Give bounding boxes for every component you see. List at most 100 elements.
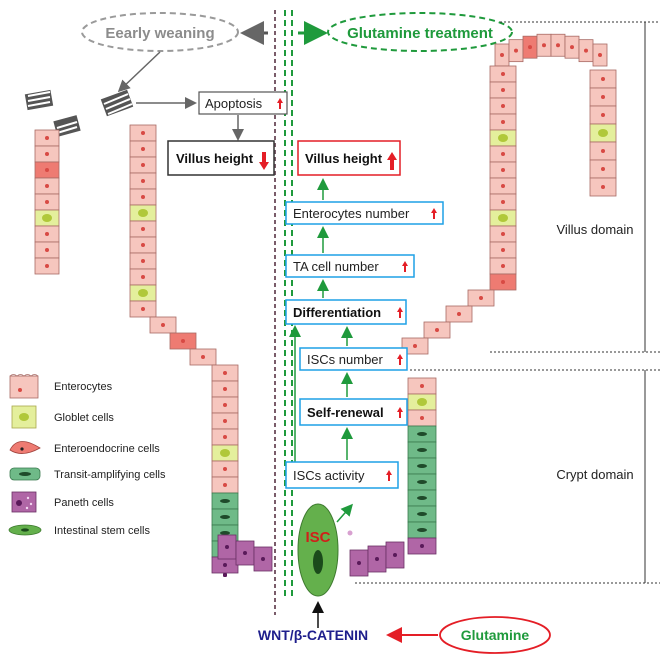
cell-nucleus — [220, 515, 230, 519]
cell-nucleus — [514, 48, 518, 53]
cell-nucleus — [201, 355, 205, 359]
apoptosis-box — [198, 91, 288, 115]
enterocyte-swatch-icon — [9, 375, 39, 399]
cell-nucleus — [357, 561, 361, 565]
cell-nucleus — [141, 227, 145, 231]
up-arrow-icon — [386, 470, 392, 481]
cell-nucleus — [138, 209, 148, 217]
villus-height-label-left: Villus height — [176, 151, 254, 166]
cell-nucleus — [420, 384, 424, 388]
cell-nucleus — [413, 344, 417, 348]
cell-nucleus — [223, 387, 227, 391]
cell-nucleus — [141, 163, 145, 167]
cell-nucleus — [435, 328, 439, 332]
villus-height-label-center: Villus height — [305, 151, 383, 166]
up-arrow-icon — [397, 307, 403, 318]
cell-nucleus — [498, 214, 508, 222]
cell-nucleus — [420, 416, 424, 420]
cell-nucleus — [141, 179, 145, 183]
cell-nucleus — [500, 53, 504, 57]
cell-nucleus — [141, 195, 145, 199]
cell-nucleus — [45, 264, 49, 268]
crypt-domain-label: Crypt domain — [556, 467, 633, 482]
iscs-number-box — [299, 347, 408, 371]
self-renewal-box — [299, 398, 408, 426]
step-enterocytes-number: Enterocytes number — [293, 206, 410, 221]
cell-nucleus — [181, 339, 185, 343]
legend-enterocytes: Enterocytes — [9, 374, 113, 399]
cell-nucleus — [501, 184, 505, 188]
cell-nucleus — [223, 483, 227, 487]
glutamine-treatment-label: Glutamine treatment — [347, 25, 493, 42]
cell-nucleus — [223, 467, 227, 471]
differentiation-box — [285, 299, 407, 325]
up-arrow-icon — [402, 261, 408, 272]
cell-nucleus — [223, 563, 227, 567]
cell-nucleus — [501, 104, 505, 108]
villus-domain-label: Villus domain — [556, 222, 633, 237]
cell-nucleus — [498, 134, 508, 142]
cell-nucleus — [457, 312, 461, 316]
cell-nucleus — [556, 43, 560, 48]
cell-nucleus — [542, 43, 546, 48]
legend-enteroendocrine: Enteroendocrine cells — [9, 441, 160, 455]
cell-nucleus — [601, 95, 605, 99]
cell-nucleus — [420, 544, 424, 548]
cell-nucleus — [138, 289, 148, 297]
cell-nucleus — [479, 296, 483, 300]
cell-nucleus — [261, 557, 265, 561]
cell-nucleus — [601, 77, 605, 81]
cell-nucleus — [42, 214, 52, 222]
cell-nucleus — [393, 553, 397, 557]
cell-nucleus — [45, 232, 49, 236]
cell-nucleus — [501, 280, 505, 284]
legend-label: Intestinal stem cells — [54, 525, 150, 537]
cell-nucleus — [243, 551, 247, 555]
cell-nucleus — [220, 449, 230, 457]
cell-nucleus — [375, 557, 379, 561]
cell-nucleus — [501, 264, 505, 268]
up-arrow-icon — [397, 354, 403, 365]
step-iscs-number: ISCs number — [307, 352, 384, 367]
step-ta-cell-number: TA cell number — [293, 259, 379, 274]
cell-nucleus — [141, 275, 145, 279]
arrow-weaning-to-villus — [117, 51, 161, 93]
legend-label: Globlet cells — [54, 412, 114, 424]
up-arrow-icon — [431, 208, 437, 219]
legend-paneth: Paneth cells — [11, 491, 114, 513]
up-arrow-icon — [387, 152, 397, 170]
cell-nucleus — [501, 232, 505, 236]
isc-label: ISC — [305, 529, 330, 546]
legend-label: Enterocytes — [54, 381, 113, 393]
cell-nucleus — [223, 371, 227, 375]
left-villus — [34, 124, 273, 577]
cell-nucleus — [601, 113, 605, 117]
legend-stem: Intestinal stem cells — [8, 524, 150, 537]
legend-label: Paneth cells — [54, 497, 114, 509]
cell-nucleus — [141, 147, 145, 151]
cell-nucleus — [141, 243, 145, 247]
cell-nucleus — [45, 200, 49, 204]
legend: Enterocytes Globlet cells Enteroendocrin… — [8, 374, 166, 537]
cell-nucleus — [601, 167, 605, 171]
cell-nucleus — [141, 131, 145, 135]
cell-nucleus — [601, 149, 605, 153]
cell-nucleus — [45, 168, 49, 172]
villus-height-increase-box — [297, 140, 401, 176]
step-iscs-activity: ISCs activity — [293, 468, 365, 483]
cell-nucleus — [501, 120, 505, 124]
cell-nucleus — [417, 432, 427, 436]
granule — [347, 530, 353, 536]
cell-nucleus — [528, 45, 532, 50]
cell-nucleus — [223, 419, 227, 423]
cell-nucleus — [223, 573, 227, 577]
cell-nucleus — [45, 248, 49, 252]
up-arrow-icon — [277, 98, 283, 109]
cell-nucleus — [601, 185, 605, 189]
damaged-tip-left — [24, 89, 54, 111]
glutamine-label: Glutamine — [461, 627, 530, 643]
legend-ta: Transit-amplifying cells — [9, 467, 166, 481]
down-arrow-icon — [259, 152, 269, 170]
cell-nucleus — [584, 48, 588, 53]
